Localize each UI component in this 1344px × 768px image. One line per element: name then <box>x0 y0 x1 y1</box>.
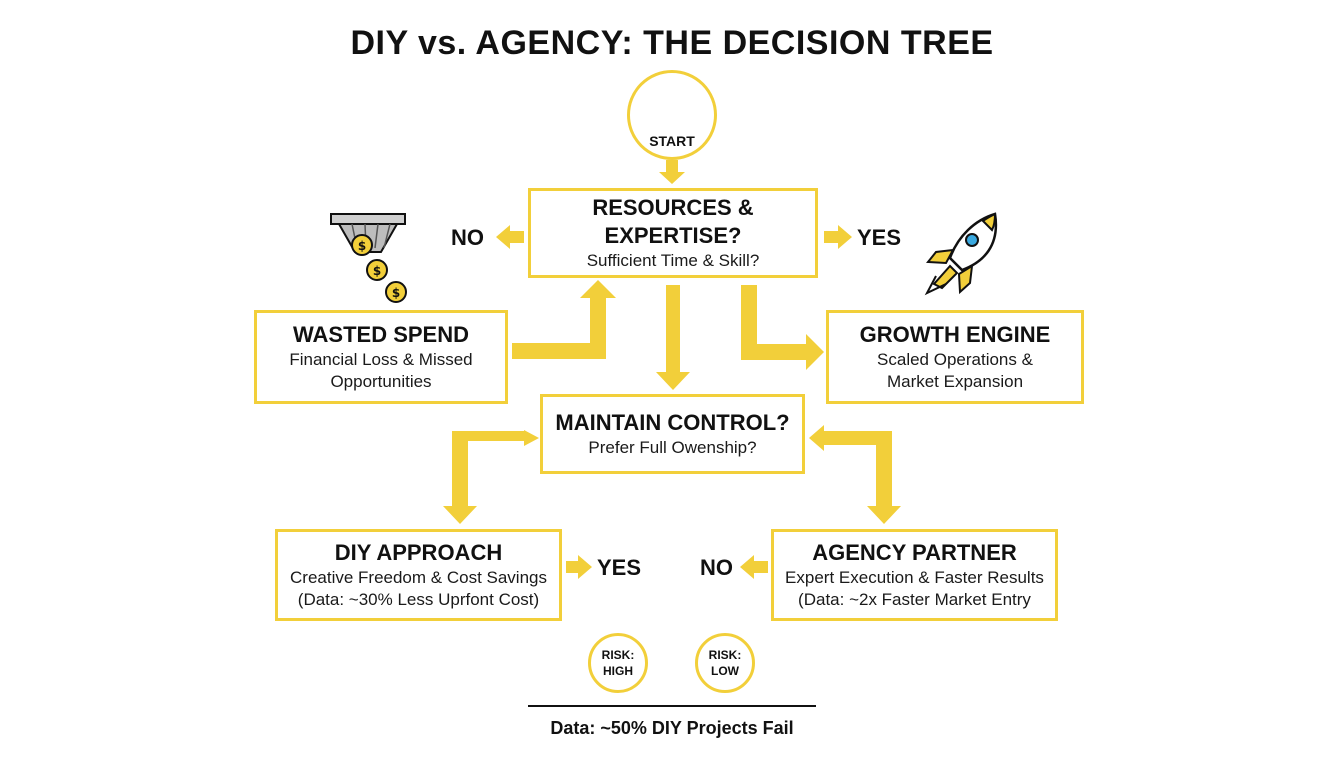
svg-text:$: $ <box>373 264 381 278</box>
node-subtext: Sufficient Time & Skill? <box>586 251 760 270</box>
edge-label-yes-bottom: YES <box>597 555 642 580</box>
arrow-diy-yes <box>566 555 592 579</box>
edge-label-no-top: NO <box>451 225 484 250</box>
footer-divider <box>528 705 816 707</box>
risk-high-badge: RISK: HIGH <box>588 633 648 693</box>
node-subtext-line2: Opportunities <box>330 372 432 391</box>
node-subtext: Prefer Full Owenship? <box>588 438 757 457</box>
risk-low-value: LOW <box>711 664 739 678</box>
arrow-control-to-diy <box>443 430 539 524</box>
edge-label-yes-top: YES <box>857 225 902 250</box>
risk-high-label: RISK: <box>601 648 635 662</box>
page-title: DIY vs. AGENCY: THE DECISION TREE <box>350 24 994 62</box>
node-heading: AGENCY PARTNER <box>812 540 1017 565</box>
node-subtext-line2: (Data: ~30% Less Uprfont Cost) <box>297 590 540 609</box>
node-heading: RESOURCES & EXPERTISE? <box>592 195 754 248</box>
svg-text:$: $ <box>392 286 400 300</box>
arrow-start-to-resources <box>659 160 685 184</box>
arrow-resources-to-growth <box>741 285 824 370</box>
risk-low-label: RISK: <box>708 648 742 662</box>
node-growth-engine: GROWTH ENGINE Scaled Operations & Market… <box>826 310 1084 404</box>
node-subtext-line2: Market Expansion <box>886 372 1024 391</box>
edge-label-no-bottom: NO <box>700 555 733 580</box>
node-resources-expertise: RESOURCES & EXPERTISE? Sufficient Time &… <box>528 188 818 278</box>
node-heading: WASTED SPEND <box>292 322 470 347</box>
svg-text:$: $ <box>358 239 366 253</box>
risk-low-badge: RISK: LOW <box>695 633 755 693</box>
arrow-yes-right <box>824 225 852 249</box>
start-node: START <box>627 70 717 160</box>
arrow-agency-no <box>740 555 768 579</box>
node-subtext-line1: Scaled Operations & <box>877 350 1033 369</box>
node-diy-approach: DIY APPROACH Creative Freedom & Cost Sav… <box>275 529 562 621</box>
start-label: START <box>649 133 695 149</box>
node-wasted-spend: WASTED SPEND Financial Loss & Missed Opp… <box>254 310 508 404</box>
arrow-control-to-agency <box>809 425 901 524</box>
node-subtext-line1: Creative Freedom & Cost Savings <box>290 568 547 587</box>
risk-high-value: HIGH <box>603 664 633 678</box>
node-subtext-line1: Financial Loss & Missed <box>289 350 473 369</box>
node-heading: GROWTH ENGINE <box>859 322 1051 347</box>
node-subtext-line2: (Data: ~2x Faster Market Entry <box>798 590 1031 609</box>
arrow-wasted-to-resources <box>512 280 616 359</box>
node-heading: DIY APPROACH <box>334 540 503 565</box>
node-maintain-control: MAINTAIN CONTROL? Prefer Full Owenship? <box>540 394 805 474</box>
footer-statistic: Data: ~50% DIY Projects Fail <box>550 718 794 738</box>
funnel-coins-icon: $ $ $ <box>330 213 407 303</box>
rocket-icon <box>924 212 998 296</box>
arrow-resources-to-control <box>656 285 690 390</box>
node-subtext-line1: Expert Execution & Faster Results <box>785 568 1044 587</box>
node-heading: MAINTAIN CONTROL? <box>555 410 790 435</box>
arrow-no-left <box>496 225 524 249</box>
node-agency-partner: AGENCY PARTNER Expert Execution & Faster… <box>771 529 1058 621</box>
